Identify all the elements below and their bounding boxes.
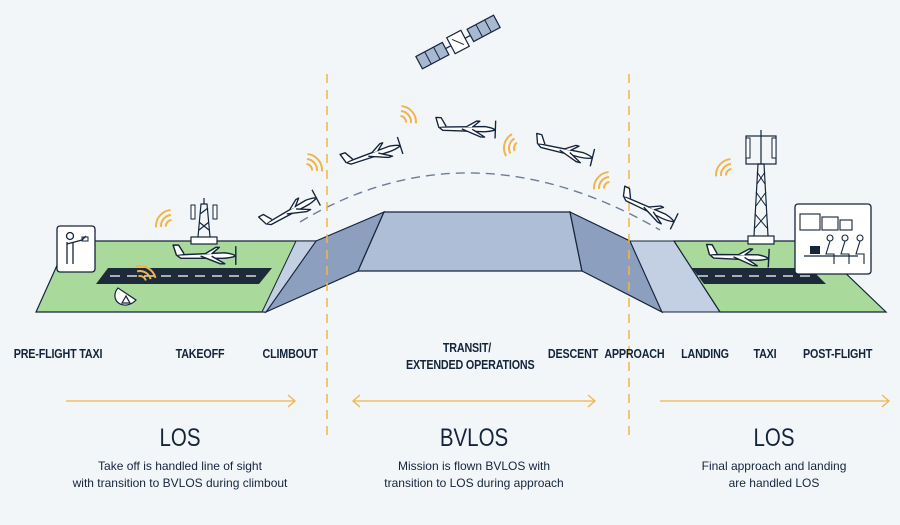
zone-desc-bvlos-line1: Mission is flown BVLOS with bbox=[397, 459, 551, 473]
phase-label-descent: DESCENT bbox=[547, 347, 599, 361]
zone-desc-bvlos-line2: transition to LOS during approach bbox=[384, 476, 564, 490]
zone-desc-los-right: Final approach and landing are handled L… bbox=[654, 458, 894, 492]
zone-desc-los-left: Take off is handled line of sight with t… bbox=[60, 458, 300, 492]
phase-label-takeoff: TAKEOFF bbox=[175, 347, 225, 361]
zone-title-los-right: LOS bbox=[753, 424, 795, 452]
phase-label-climbout: CLIMBOUT bbox=[262, 347, 318, 361]
satellite-dish-icon bbox=[114, 287, 137, 306]
aircraft-icon bbox=[531, 132, 596, 167]
satellite-icon bbox=[415, 14, 501, 70]
phase-label-approach: APPROACH bbox=[604, 347, 665, 361]
zone-title-los-left: LOS bbox=[159, 424, 201, 452]
zone-desc-los-left-line2: with transition to BVLOS during climbout bbox=[72, 476, 288, 490]
phase-label-transit: TRANSIT/ EXTENDED OPERATIONS bbox=[405, 340, 535, 374]
bvlos-plateau bbox=[357, 211, 583, 272]
aircraft-icon bbox=[434, 116, 497, 140]
zone-desc-bvlos: Mission is flown BVLOS with transition t… bbox=[354, 458, 594, 492]
cell-tower-icon bbox=[745, 130, 777, 245]
phase-label-preflight-taxi: PRE-FLIGHT TAXI bbox=[13, 347, 103, 361]
control-station-icon bbox=[794, 203, 872, 275]
aircraft-icon bbox=[339, 135, 404, 174]
radio-tower-icon bbox=[190, 198, 218, 245]
phase-label-transit-line1: TRANSIT/ bbox=[442, 341, 492, 355]
phase-label-taxi: TAXI bbox=[753, 347, 777, 361]
bvlos-arrow bbox=[352, 394, 596, 408]
zone-desc-los-right-line2: are handled LOS bbox=[728, 476, 820, 490]
los-right-arrow bbox=[660, 394, 890, 408]
zone-desc-los-right-line1: Final approach and landing bbox=[701, 459, 847, 473]
flight-path bbox=[299, 172, 661, 231]
zone-title-bvlos: BVLOS bbox=[439, 424, 509, 452]
phase-label-transit-line2: EXTENDED OPERATIONS bbox=[405, 358, 535, 372]
aircraft-icon bbox=[257, 188, 322, 235]
phase-label-landing: LANDING bbox=[681, 347, 729, 361]
pilot-icon bbox=[56, 225, 96, 273]
phase-label-post-flight: POST-FLIGHT bbox=[803, 347, 873, 361]
los-left-arrow bbox=[66, 394, 296, 408]
zone-desc-los-left-line1: Take off is handled line of sight bbox=[98, 459, 262, 473]
